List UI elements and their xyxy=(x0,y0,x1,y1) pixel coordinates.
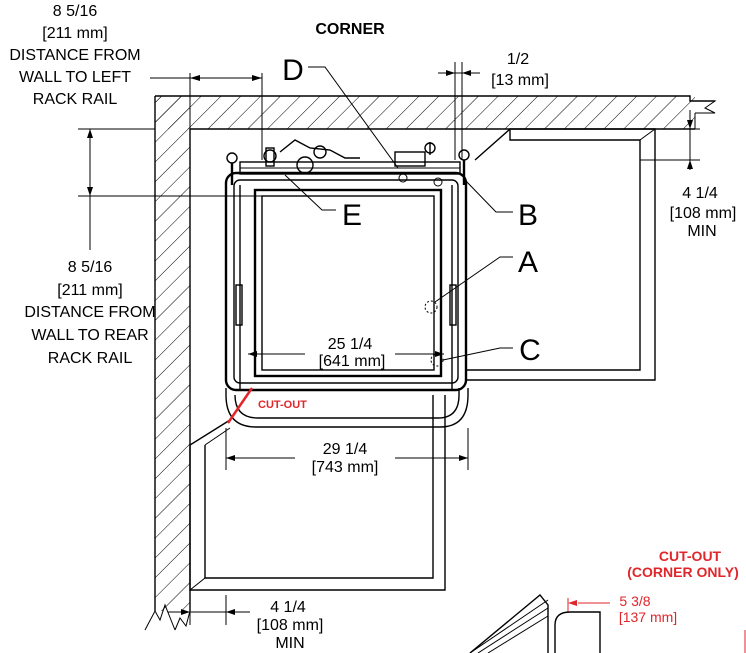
dimension-rear-rail xyxy=(78,128,262,250)
appliance-unit xyxy=(224,171,469,428)
dimension-bottom-min xyxy=(168,595,250,625)
callout-b-leader xyxy=(464,179,513,213)
rear-rail-desc-1: DISTANCE FROM xyxy=(24,304,155,321)
rear-rail-desc-3: RACK RAIL xyxy=(48,350,133,367)
callout-e-leader xyxy=(284,174,336,211)
callout-a-leader xyxy=(434,256,513,303)
bottom-min-label: MIN xyxy=(275,635,304,652)
cutout-line xyxy=(226,387,254,424)
dimension-left-rail xyxy=(150,73,263,160)
wall-left xyxy=(144,96,191,631)
right-min-metric: [108 mm] xyxy=(670,205,737,222)
left-rail-desc-1: DISTANCE FROM xyxy=(9,47,140,64)
callout-d-leader xyxy=(308,66,399,169)
dimension-right-min xyxy=(640,110,700,170)
dimension-right-gap xyxy=(438,62,480,160)
bottom-neighbor-cabinet xyxy=(189,395,446,591)
dimension-inner-width xyxy=(248,351,444,357)
inner-width-fraction: 25 1/4 xyxy=(328,336,373,353)
outer-width-fraction: 29 1/4 xyxy=(323,441,368,458)
rear-rail-fraction: 8 5/16 xyxy=(68,259,113,276)
detail-width-metric: [137 mm] xyxy=(619,609,677,625)
detail-width-fraction: 5 3/8 xyxy=(619,593,650,609)
cutout-label: CUT-OUT xyxy=(258,399,307,411)
outer-width-metric: [743 mm] xyxy=(312,459,379,476)
cutout-detail-title-1: CUT-OUT xyxy=(659,548,722,564)
dimension-outer-width xyxy=(225,428,469,470)
cutout-detail-title-2: (CORNER ONLY) xyxy=(627,564,739,580)
inner-width-metric: [641 mm] xyxy=(319,353,386,370)
callout-d: D xyxy=(282,54,304,87)
bottom-min-metric: [108 mm] xyxy=(257,617,324,634)
callout-b: B xyxy=(518,199,538,232)
wall-top xyxy=(155,95,717,130)
left-rail-desc-3: RACK RAIL xyxy=(33,91,118,108)
right-min-label: MIN xyxy=(687,223,716,240)
callout-c-leader xyxy=(442,347,513,361)
left-rail-metric: [211 mm] xyxy=(42,25,108,42)
rear-rail-desc-2: WALL TO REAR xyxy=(31,327,148,344)
cutout-detail-dimension xyxy=(567,598,746,653)
right-gap-metric: [13 mm] xyxy=(491,72,549,89)
callout-a: A xyxy=(518,246,538,279)
callout-e: E xyxy=(342,199,362,232)
callout-c: C xyxy=(519,334,541,367)
right-gap-fraction: 1/2 xyxy=(507,51,529,68)
left-rail-fraction: 8 5/16 xyxy=(53,3,98,20)
left-rail-desc-2: WALL TO LEFT xyxy=(19,69,131,86)
right-neighbor-cabinet xyxy=(465,128,656,381)
page-title: CORNER xyxy=(315,21,385,38)
cutout-detail-shape xyxy=(469,594,601,653)
bottom-min-fraction: 4 1/4 xyxy=(270,599,306,616)
plumbing-assembly xyxy=(226,139,470,187)
rear-rail-metric: [211 mm] xyxy=(57,282,123,299)
right-min-fraction: 4 1/4 xyxy=(682,185,718,202)
